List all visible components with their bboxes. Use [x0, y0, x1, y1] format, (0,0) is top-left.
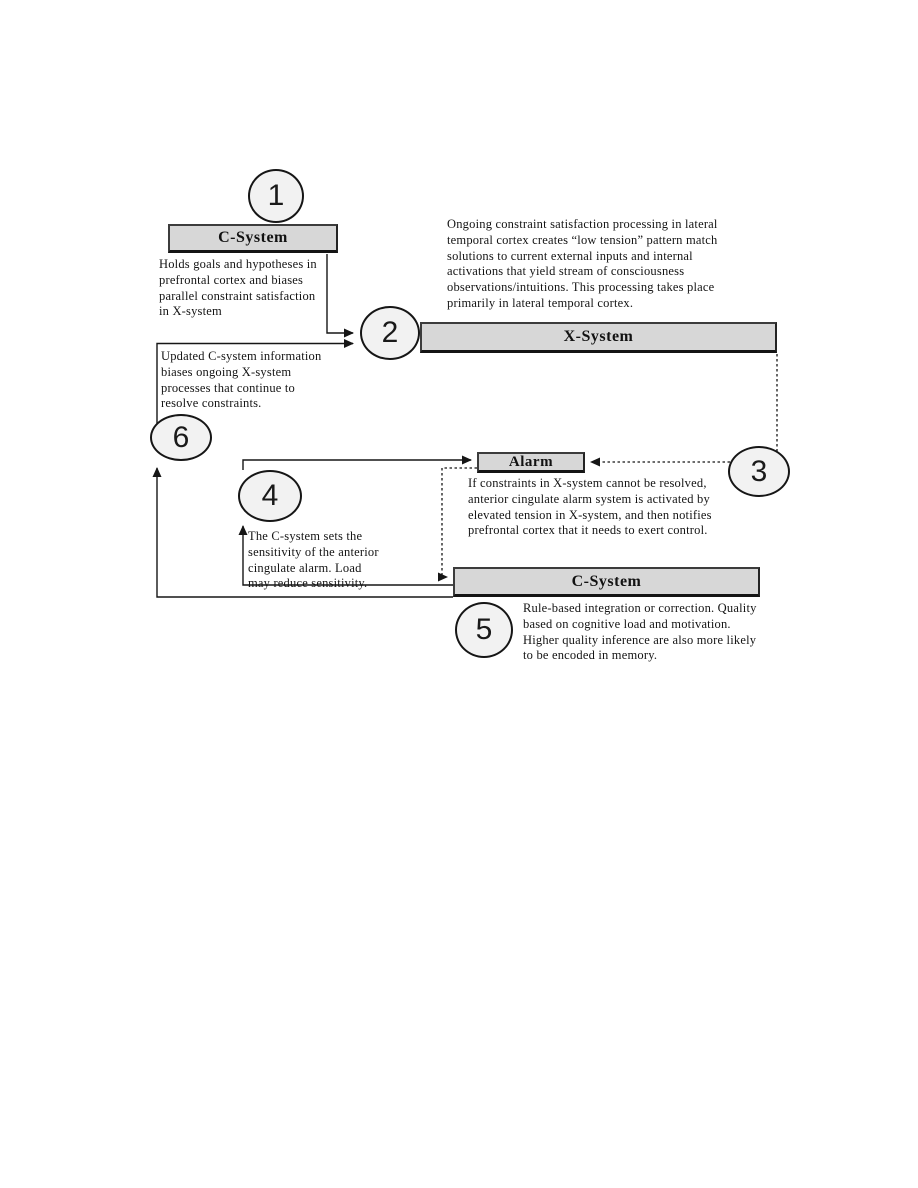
box-c-system-top: C-System: [168, 224, 338, 253]
dotted-arrow-xsystem-to-alarm: [590, 354, 778, 467]
step-circle-1: 1: [248, 169, 304, 223]
step-number-1: 1: [267, 179, 285, 212]
annotation-step2: Ongoing constraint satisfaction processi…: [447, 217, 718, 310]
annotation-step4: The C-system sets the sensitivity of the…: [248, 529, 379, 591]
arrow-csystem-to-xsystem: [326, 254, 354, 338]
annotation-step1: Holds goals and hypotheses in prefrontal…: [159, 257, 317, 319]
step-circle-3: 3: [728, 446, 790, 497]
step-number-2: 2: [381, 316, 399, 349]
step-number-6: 6: [172, 420, 190, 454]
step-circle-6: 6: [150, 414, 212, 461]
step-number-5: 5: [475, 613, 493, 646]
box-alarm: Alarm: [477, 452, 585, 473]
box-x-system-label: X-System: [563, 328, 634, 345]
step-circle-2: 2: [360, 306, 420, 360]
annotation-step5: Rule-based integration or correction. Qu…: [523, 601, 757, 663]
annotation-step6: Updated C-system information biases ongo…: [161, 349, 322, 411]
box-alarm-label: Alarm: [508, 453, 554, 470]
step-circle-5: 5: [455, 602, 513, 658]
box-c-system-bottom-label: C-System: [571, 572, 642, 590]
box-x-system: X-System: [420, 322, 777, 353]
arrow-loop6-to-xsystem: [156, 339, 354, 438]
box-c-system-top-label: C-System: [218, 229, 288, 246]
arrow-csystem2-to-circle4: [238, 525, 453, 586]
arrow-circle4-to-alarm: [242, 455, 472, 470]
dotted-arrow-alarm-to-csystem2: [438, 467, 477, 582]
step-circle-4: 4: [238, 470, 302, 522]
step-number-3: 3: [750, 454, 768, 488]
arrow-csystem2-to-loop6: [152, 467, 453, 598]
box-c-system-bottom: C-System: [453, 567, 760, 597]
annotation-step3: If constraints in X-system cannot be res…: [468, 476, 712, 538]
step-number-4: 4: [261, 479, 279, 512]
